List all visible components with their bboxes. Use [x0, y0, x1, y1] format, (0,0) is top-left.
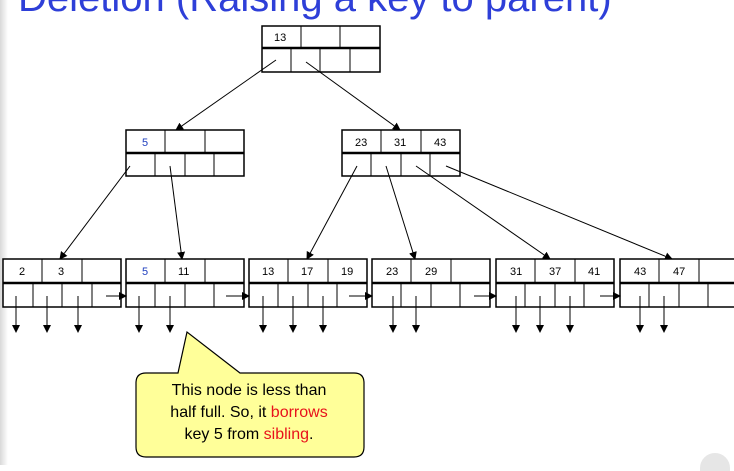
leaf-1-key-2: 3	[58, 266, 64, 278]
callout-bubble	[135, 330, 365, 458]
leaf-node-5: 31 37 41	[495, 258, 615, 308]
highlight-sibling: sibling	[263, 426, 310, 443]
leaf-2-key-2: 11	[178, 266, 189, 278]
leaf-3-key-2: 17	[301, 266, 313, 278]
leaf-5-key-1: 31	[510, 266, 522, 278]
leaf-node-1: 2 3	[2, 258, 122, 308]
internal-right-key-2: 31	[394, 137, 406, 149]
slide-title: Deletion (Raising a key to parent)	[18, 0, 612, 18]
leaf-6-key-2: 47	[673, 266, 685, 278]
internal-left-pointers	[59, 165, 186, 260]
leaf-node-4: 23 29	[371, 258, 491, 308]
root-key-1: 13	[274, 32, 286, 44]
callout-line-2: half full. So, it borrows	[170, 404, 328, 421]
leaf-1-key-1: 2	[19, 266, 25, 278]
internal-right-key-3: 43	[434, 137, 446, 149]
leaf-4-key-2: 29	[425, 266, 437, 278]
leaf-6-key-1: 43	[634, 266, 646, 278]
leaf-5-key-3: 41	[588, 266, 600, 278]
highlight-borrows: borrows	[270, 404, 328, 421]
internal-right-pointers	[306, 165, 673, 261]
internal-node-right: 23 31 43	[341, 129, 461, 177]
callout-text: This node is less than half full. So, it…	[138, 380, 360, 446]
record-pointers	[12, 296, 668, 333]
leaf-node-2: 5 11	[125, 258, 245, 308]
leaf-node-6: 43 47	[619, 258, 734, 308]
leaf-3-key-1: 13	[262, 266, 274, 278]
internal-node-left: 5	[125, 129, 245, 177]
leaf-4-key-1: 23	[386, 266, 398, 278]
leaf-node-3: 13 17 19	[248, 258, 368, 308]
internal-left-key-1: 5	[142, 137, 148, 149]
leaf-3-key-3: 19	[341, 266, 353, 278]
leaf-2-key-1: 5	[142, 266, 148, 278]
callout-line-3: key 5 from sibling.	[184, 426, 314, 443]
internal-right-key-1: 23	[355, 137, 367, 149]
leaf-5-key-2: 37	[549, 266, 561, 278]
root-pointers	[175, 59, 401, 131]
callout-line-1: This node is less than	[171, 382, 327, 399]
edge-shadow	[0, 0, 8, 465]
root-node: 13	[261, 25, 381, 73]
